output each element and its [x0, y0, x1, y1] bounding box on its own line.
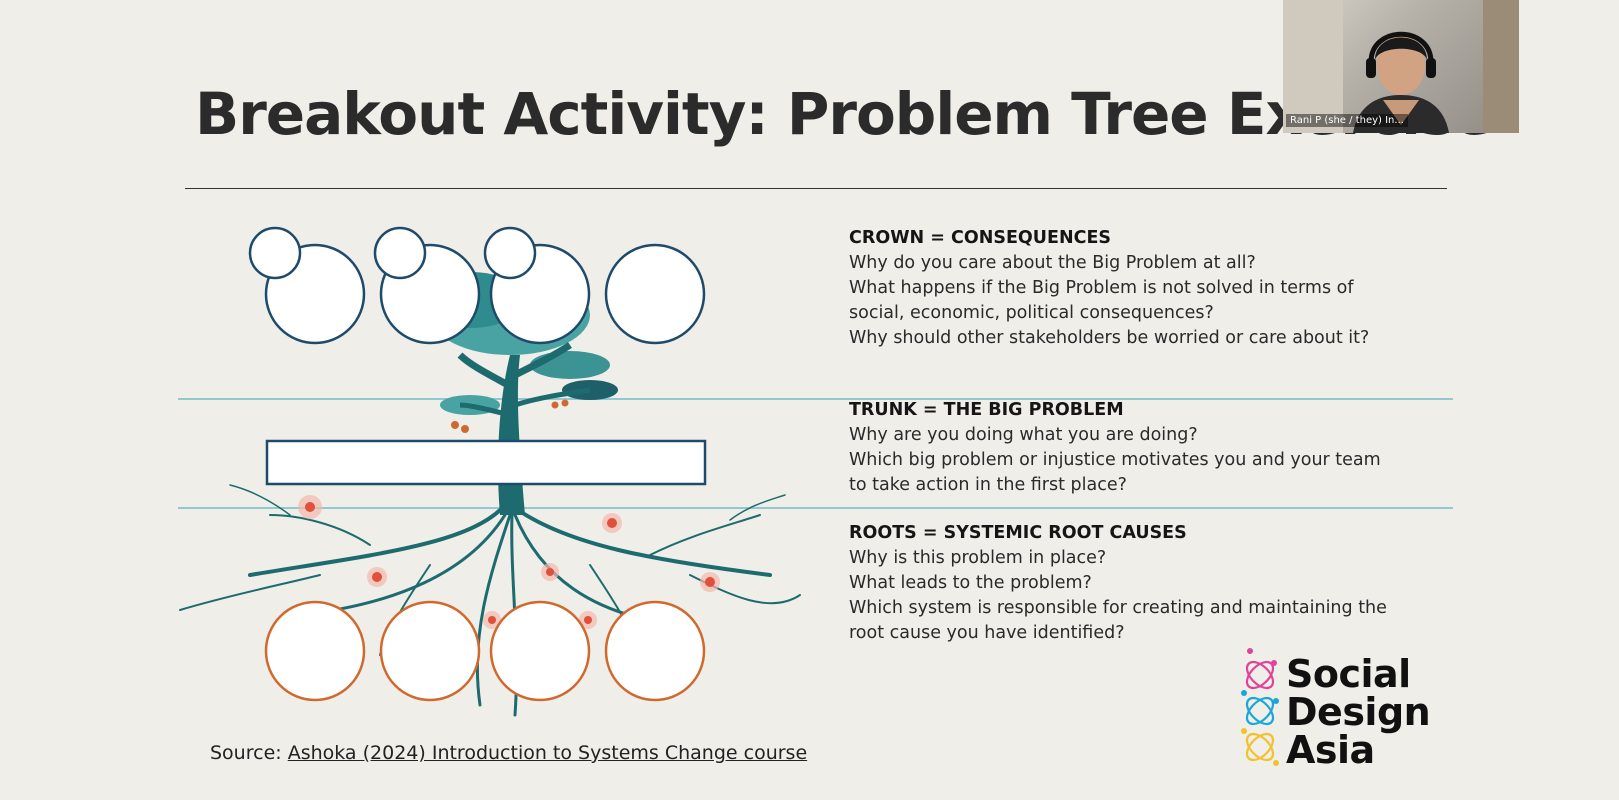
crown-section: CROWN = CONSEQUENCES Why do you care abo… [849, 226, 1369, 351]
crown-circle-4 [604, 243, 706, 345]
root-circle-4 [604, 600, 706, 702]
root-circles [264, 600, 706, 702]
root-highlights [298, 495, 720, 629]
crown-circles [248, 226, 706, 345]
roots-line-2: What leads to the problem? [849, 573, 1092, 593]
logo-line-2: Design [1286, 690, 1431, 734]
big-problem-box [265, 439, 707, 486]
source-citation: Source: Ashoka (2024) Introduction to Sy… [210, 742, 807, 764]
crown-small-circle-3 [483, 226, 537, 280]
roots-line-3: Which system is responsible for creating… [849, 598, 1387, 618]
source-link[interactable]: Ashoka (2024) Introduction to Systems Ch… [287, 742, 808, 764]
logo-wordmark: Social Design Asia [1286, 652, 1431, 772]
crown-small-circle-1 [248, 226, 302, 280]
tree-roots [179, 484, 801, 717]
crown-line-4: Why should other stakeholders be worried… [849, 328, 1370, 348]
participant-name: Rani P (she / they) In... [1286, 114, 1408, 127]
crown-trunk-divider [178, 398, 1453, 400]
crown-small-circle-2 [373, 226, 427, 280]
logo-line-1: Social [1286, 652, 1411, 696]
social-design-asia-logo-icon [1241, 648, 1279, 766]
trunk-line-2: Which big problem or injustice motivates… [849, 450, 1381, 470]
trunk-line-3: to take action in the first place? [849, 475, 1127, 495]
problem-tree-diagram [179, 226, 801, 717]
root-circle-3 [489, 600, 591, 702]
trunk-section: TRUNK = THE BIG PROBLEM Why are you doin… [849, 398, 1381, 498]
slide-title: Breakout Activity: Problem Tree Exercise [195, 80, 1493, 148]
crown-heading: CROWN = CONSEQUENCES [849, 228, 1112, 248]
participant-avatar [1353, 31, 1449, 133]
trunk-line-1: Why are you doing what you are doing? [849, 425, 1198, 445]
title-divider [185, 188, 1447, 189]
trunk-roots-divider [178, 507, 1453, 509]
root-circle-1 [264, 600, 366, 702]
root-circle-2 [379, 600, 481, 702]
roots-heading: ROOTS = SYSTEMIC ROOT CAUSES [849, 523, 1187, 543]
crown-line-2: What happens if the Big Problem is not s… [849, 278, 1354, 298]
roots-section: ROOTS = SYSTEMIC ROOT CAUSES Why is this… [849, 521, 1387, 646]
roots-line-4: root cause you have identified? [849, 623, 1125, 643]
roots-line-1: Why is this problem in place? [849, 548, 1107, 568]
participant-video-tile[interactable]: Rani P (she / they) In... [1283, 0, 1519, 133]
logo-line-3: Asia [1286, 728, 1375, 772]
trunk-heading: TRUNK = THE BIG PROBLEM [849, 400, 1124, 420]
crown-line-3: social, economic, political consequences… [849, 303, 1214, 323]
crown-line-1: Why do you care about the Big Problem at… [849, 253, 1256, 273]
source-prefix: Source: [210, 742, 288, 764]
